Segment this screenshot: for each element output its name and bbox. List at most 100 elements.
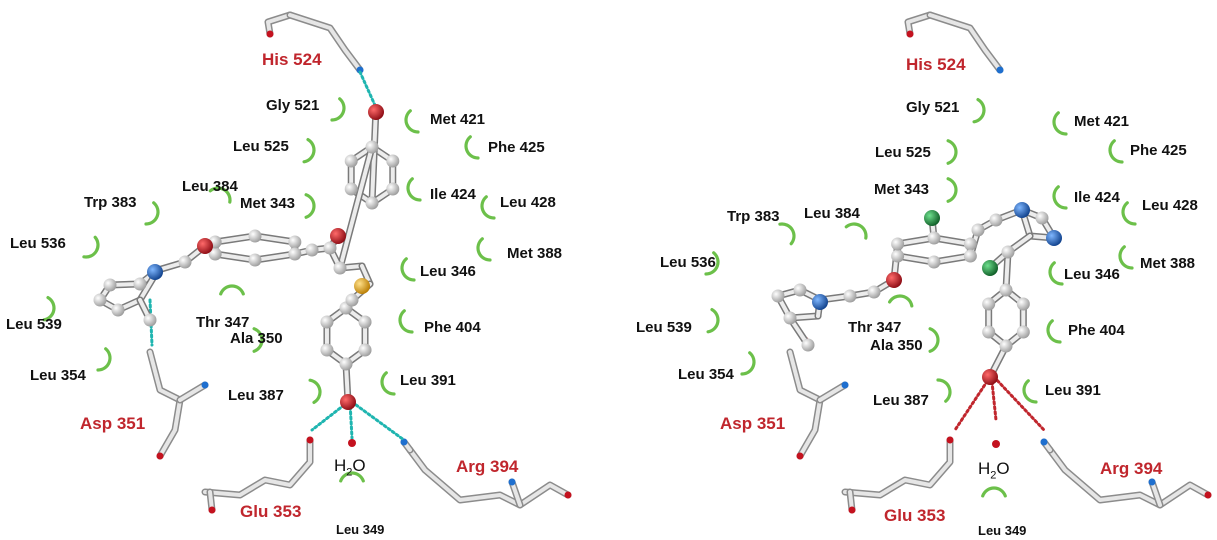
residue-stick xyxy=(203,438,312,497)
contact-arc xyxy=(464,135,480,160)
contact-arc xyxy=(946,139,958,165)
contact-arc xyxy=(1048,261,1064,286)
residue-stick-tip xyxy=(796,452,804,460)
ligand-atom-c xyxy=(963,237,977,251)
ligand-bond xyxy=(213,234,257,244)
residue-leu-536: Leu 536 xyxy=(10,235,66,252)
ligand-atom-c xyxy=(365,196,379,210)
residue-trp-383: Trp 383 xyxy=(84,194,137,211)
ligand-atom-c xyxy=(963,249,977,263)
ligand-atom-c xyxy=(927,231,941,245)
ligand-atom-c xyxy=(248,229,262,243)
residue-stick-tip xyxy=(906,30,914,38)
residue-phe-404: Phe 404 xyxy=(424,319,481,336)
ligand-atom-c xyxy=(1016,325,1030,339)
contact-arc xyxy=(1118,245,1134,270)
ligand-atom-c xyxy=(143,313,157,327)
contact-arc xyxy=(778,222,796,246)
ligand-atom-o xyxy=(886,272,902,288)
residue-stick-tip xyxy=(841,381,849,389)
residue-stick-tip xyxy=(946,436,954,444)
contact-arc xyxy=(1052,185,1068,210)
ligand-atom-c xyxy=(208,247,222,261)
residue-leu-525: Leu 525 xyxy=(875,144,931,161)
ligand-atom-c xyxy=(344,154,358,168)
contact-arc xyxy=(740,351,756,376)
ligand-atom-c xyxy=(320,315,334,329)
ligand-atom-cl xyxy=(924,210,940,226)
residue-stick-tip xyxy=(508,478,516,486)
residue-thr-347: Thr 347 xyxy=(848,319,902,336)
residue-stick xyxy=(408,448,570,507)
ligand-atom-c xyxy=(344,182,358,196)
contact-arc xyxy=(476,237,492,262)
residue-arg-394: Arg 394 xyxy=(456,457,519,476)
hydrogen-bond xyxy=(953,375,992,432)
contact-arc xyxy=(304,193,316,219)
ligand-atom-c xyxy=(1016,297,1030,311)
ligand-atom-n xyxy=(1014,202,1030,218)
residue-stick-tip xyxy=(1040,438,1048,446)
contact-arc xyxy=(252,327,264,353)
residue-glu-353: Glu 353 xyxy=(240,502,302,521)
hydrogen-bond xyxy=(350,400,406,442)
residue-stick-tip xyxy=(156,452,164,460)
ligand-atom-c xyxy=(345,293,359,307)
residue-asp-351: Asp 351 xyxy=(720,414,786,433)
contact-arc xyxy=(302,138,316,164)
residue-leu-346: Leu 346 xyxy=(1064,266,1120,283)
residue-phe-425: Phe 425 xyxy=(1130,142,1187,159)
residue-trp-383: Trp 383 xyxy=(727,208,780,225)
ligand-atom-n xyxy=(812,294,828,310)
contact-arc xyxy=(380,371,396,396)
residue-leu-387: Leu 387 xyxy=(873,392,929,409)
ligand-bond xyxy=(253,252,297,262)
ligand-atom-c xyxy=(982,325,996,339)
contact-arc xyxy=(404,109,420,134)
residue-stick-tip xyxy=(306,436,314,444)
contact-arc xyxy=(208,186,232,204)
ligand-atom-c xyxy=(982,297,996,311)
contact-arc xyxy=(844,222,868,240)
ligand-atom-o xyxy=(340,394,356,410)
residue-stick-tip xyxy=(208,506,216,514)
ligand-atom-c xyxy=(793,283,807,297)
contact-arc xyxy=(1121,201,1137,226)
contact-arc xyxy=(406,177,422,202)
residue-phe-425: Phe 425 xyxy=(488,139,545,156)
ligand-atom-c xyxy=(93,293,107,307)
ligand-atom-s xyxy=(354,278,370,294)
residue-stick xyxy=(1048,448,1210,507)
ligand-bond xyxy=(370,106,378,205)
residue-ile-424: Ile 424 xyxy=(1074,189,1120,206)
residue-stick xyxy=(818,383,847,402)
residue-stick-tip xyxy=(564,491,572,499)
residue-stick-tip xyxy=(1204,491,1212,499)
residue-gly-521: Gly 521 xyxy=(266,97,320,114)
residue-leu-391: Leu 391 xyxy=(1045,382,1101,399)
residue-leu-384: Leu 384 xyxy=(804,205,860,222)
ligand-atom-c xyxy=(365,140,379,154)
contact-arc xyxy=(1052,111,1068,136)
residue-leu-428: Leu 428 xyxy=(1142,197,1198,214)
water-oxygen xyxy=(992,440,1000,448)
residue-his-524: His 524 xyxy=(906,55,966,74)
residue-stick-tip xyxy=(356,66,364,74)
residue-met-343: Met 343 xyxy=(240,195,296,212)
residue-stick-tip xyxy=(201,381,209,389)
ligand-bond xyxy=(253,234,297,244)
ligand-atom-cl xyxy=(982,260,998,276)
ligand-atom-c xyxy=(320,343,334,357)
contact-arc xyxy=(308,378,322,404)
ligand-atom-c xyxy=(783,311,797,325)
residue-stick-tip xyxy=(848,506,856,514)
ligand-atom-c xyxy=(133,277,147,291)
residue-ala-350: Ala 350 xyxy=(870,337,923,354)
residue-met-388: Met 388 xyxy=(1140,255,1196,272)
ligand-atom-c xyxy=(927,255,941,269)
residue-stick xyxy=(1150,480,1162,507)
residue-stick-tip xyxy=(996,66,1004,74)
ligand-atom-c xyxy=(305,243,319,257)
residue-leu-354: Leu 354 xyxy=(30,367,86,384)
